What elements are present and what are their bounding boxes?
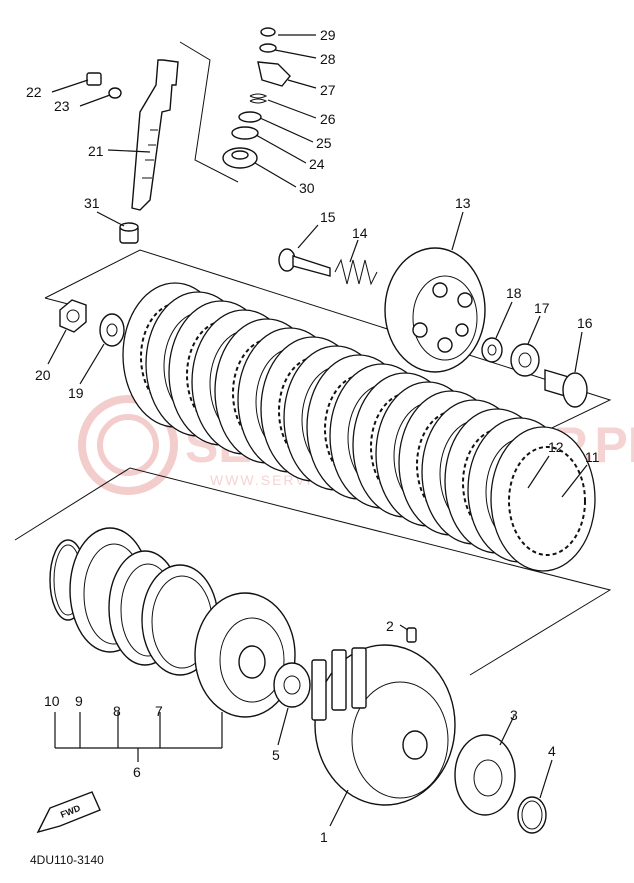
callout-11: 11 (585, 449, 600, 465)
clutch-plate (490, 426, 596, 572)
callout-14: 14 (352, 225, 368, 241)
callout-18: 18 (506, 285, 522, 301)
callout-15: 15 (320, 209, 336, 225)
callout-25: 25 (316, 135, 332, 151)
callout-3: 3 (510, 707, 518, 723)
callout-1: 1 (320, 829, 328, 845)
callout-22: 22 (26, 84, 42, 100)
callout-8: 8 (113, 703, 121, 719)
callout-23: 23 (54, 98, 70, 114)
callout-10: 10 (44, 693, 60, 709)
callout-31: 31 (84, 195, 100, 211)
forward-arrow-icon: FWD (36, 791, 101, 834)
callout-27: 27 (320, 82, 336, 98)
callout-12: 12 (548, 439, 564, 455)
callout-4: 4 (548, 743, 556, 759)
pressure-plate-assembly (59, 247, 588, 408)
callout-13: 13 (455, 195, 471, 211)
callout-6: 6 (133, 764, 141, 780)
callout-29: 29 (320, 27, 336, 43)
callout-16: 16 (577, 315, 593, 331)
callout-labels: 29 28 27 26 25 24 30 22 23 21 31 15 14 1… (26, 27, 600, 845)
callout-30: 30 (299, 180, 315, 196)
callout-5: 5 (272, 747, 280, 763)
clutch-boss-assembly (49, 527, 547, 834)
callout-26: 26 (320, 111, 336, 127)
callout-17: 17 (534, 300, 550, 316)
callout-28: 28 (320, 51, 336, 67)
callout-2: 2 (386, 618, 394, 634)
clutch-plate-stack (122, 282, 596, 572)
callout-19: 19 (68, 385, 84, 401)
pushrod-lever-assembly (86, 27, 291, 244)
callout-21: 21 (88, 143, 104, 159)
basket-panel (14, 467, 612, 676)
callout-9: 9 (75, 693, 83, 709)
callout-7: 7 (155, 703, 163, 719)
leader-lines (47, 34, 588, 827)
callout-24: 24 (309, 156, 325, 172)
diagram-code: 4DU110-3140 (30, 853, 104, 867)
callout-20: 20 (35, 367, 51, 383)
